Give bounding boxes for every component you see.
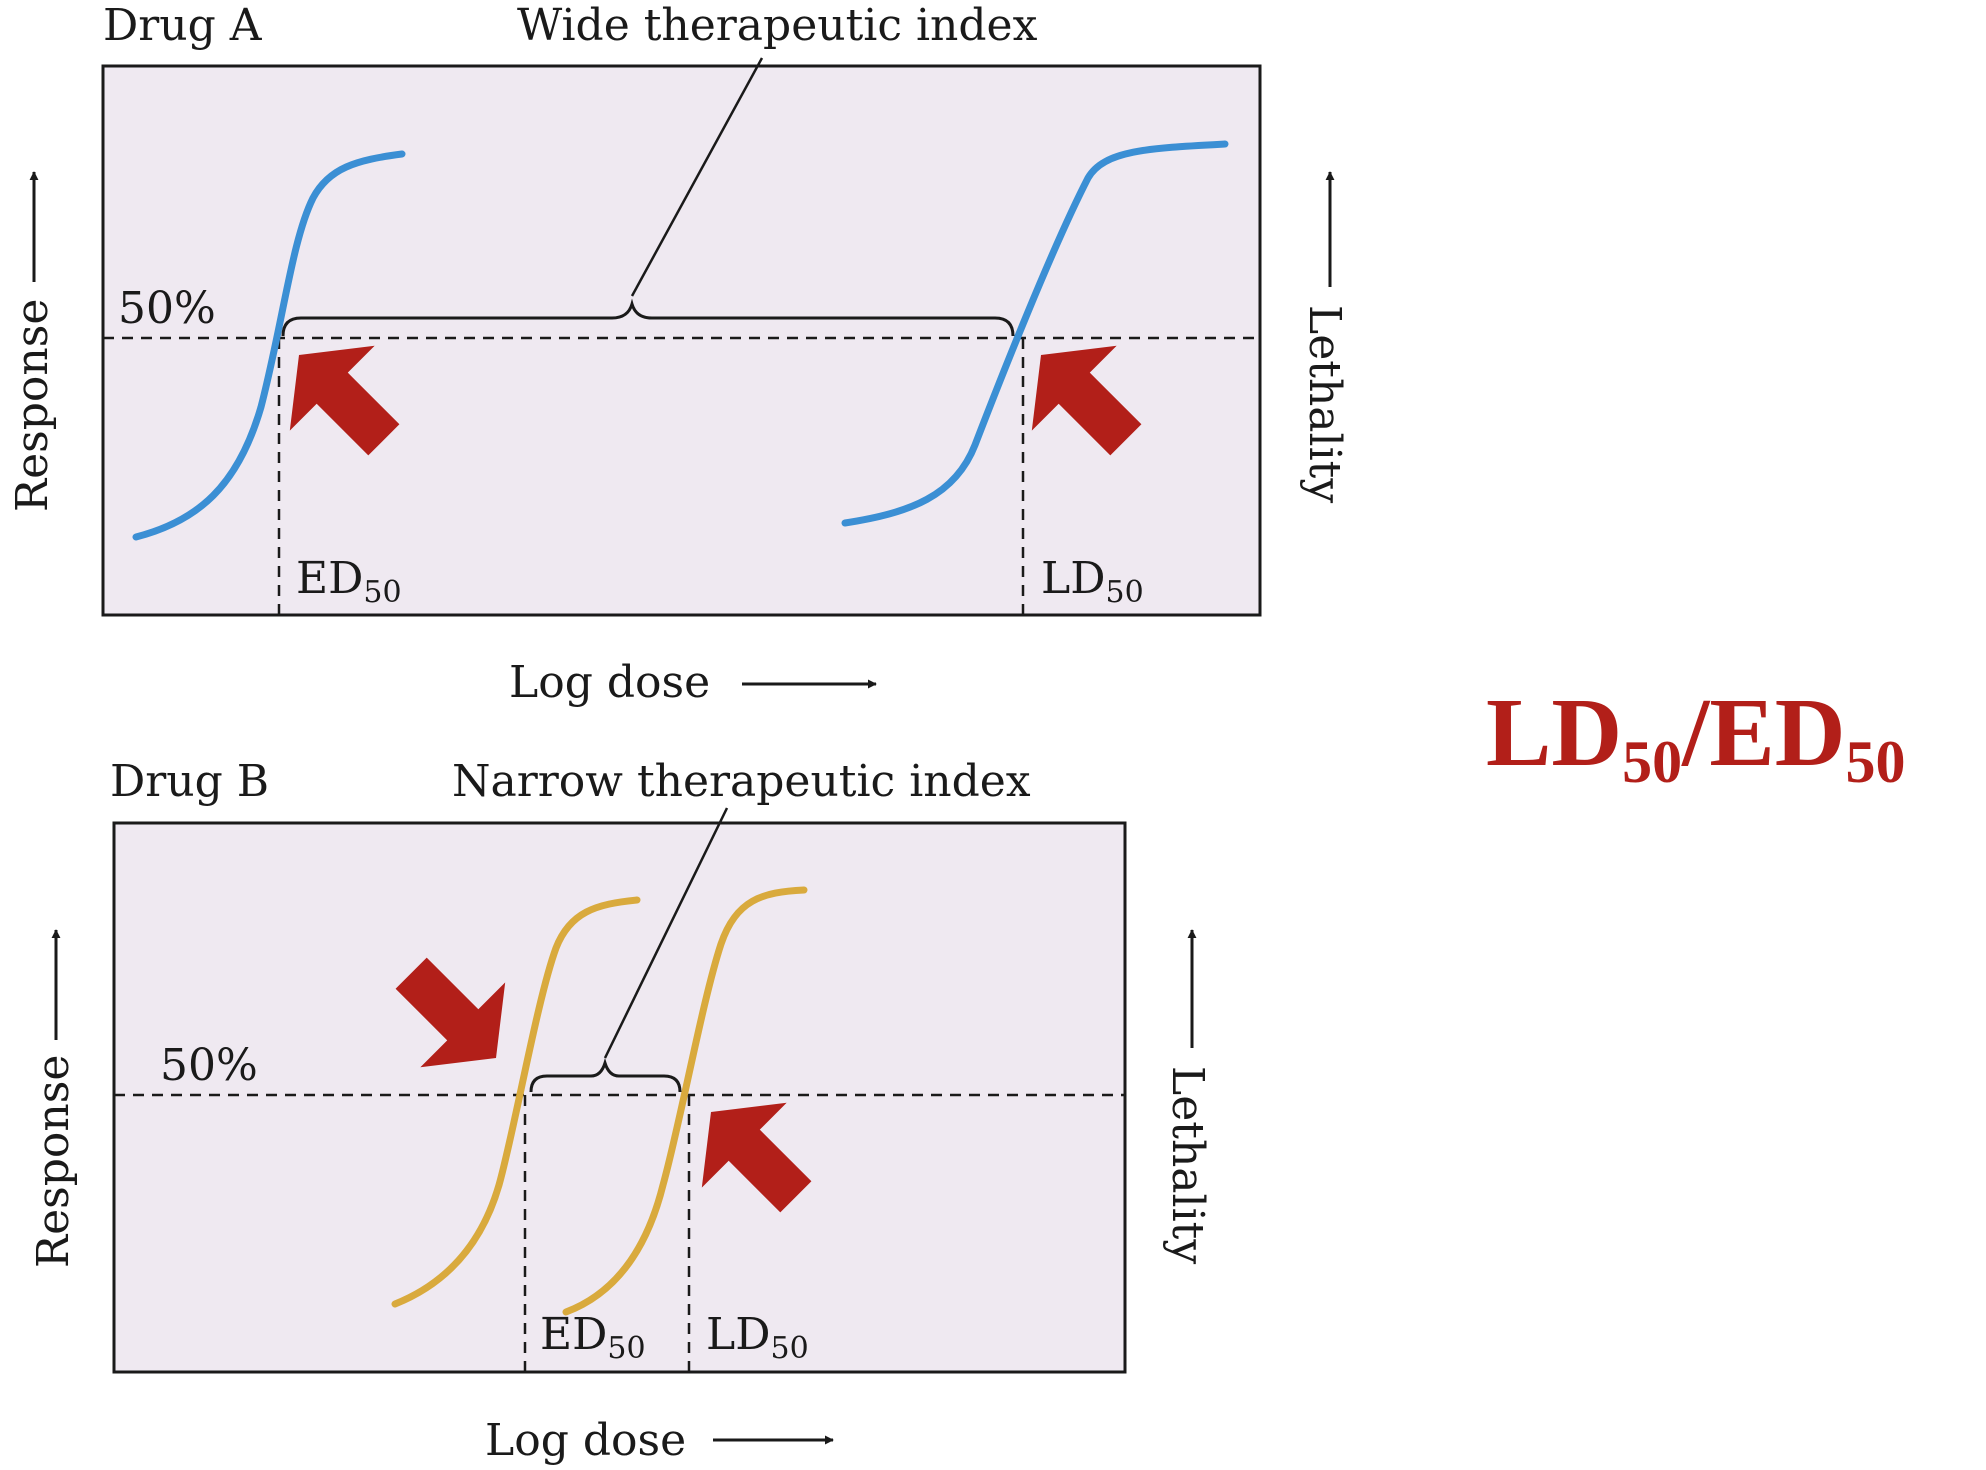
panel-a-ld50-red-arrow-icon	[1031, 345, 1142, 456]
panel-b-ed50-red-arrow-icon	[395, 957, 506, 1068]
panel-b-index-pointer	[603, 807, 729, 1059]
panel-a-index-pointer	[630, 57, 764, 297]
panel-a-lethality-label: Lethality	[1299, 305, 1350, 503]
panel-b-ld50-label: LD50	[706, 1309, 809, 1366]
panel-a-ed-curve	[132, 150, 406, 541]
panel-a-index-label: Wide therapeutic index	[517, 0, 1038, 51]
panel-a-title: Drug A	[103, 0, 263, 51]
panel-a-ed50-red-arrow-icon	[289, 345, 400, 456]
panel-b-ed-curve	[391, 896, 641, 1308]
panel-a-ld50-label: LD50	[1041, 553, 1144, 610]
panel-b-fifty-label: 50%	[160, 1040, 258, 1091]
panel-b-frame	[112, 821, 1127, 1374]
panel-b-ed50-label: ED50	[540, 1309, 646, 1366]
panel-b-ld50-red-arrow-icon	[701, 1102, 812, 1213]
panel-b-index-label: Narrow therapeutic index	[452, 756, 1031, 807]
panel-a-response-label: Response	[7, 299, 58, 512]
panel-a-index-bracket	[281, 298, 1015, 337]
panel-b-index-bracket	[529, 1057, 682, 1093]
panel-a-fifty-label: 50%	[118, 283, 216, 334]
panel-b-lethality-label: Lethality	[1162, 1066, 1213, 1264]
panel-b-xaxis-label: Log dose	[485, 1415, 686, 1466]
panel-a-frame	[101, 64, 1262, 617]
panel-a-ed50-label: ED50	[296, 553, 402, 610]
panel-a-ld-curve	[841, 140, 1229, 527]
panel-b-title: Drug B	[110, 756, 269, 807]
therapeutic-index-formula: LD50/ED50	[1486, 679, 1906, 795]
panel-b-ld-curve	[562, 886, 808, 1316]
panel-drug-b: Drug B Narrow therapeutic index 50% ED50…	[28, 756, 1213, 1466]
panel-a-xaxis-label: Log dose	[509, 657, 710, 708]
panel-drug-a: Drug A Wide therapeutic index 50% ED50 L…	[7, 0, 1350, 708]
panel-b-response-label: Response	[28, 1055, 79, 1268]
